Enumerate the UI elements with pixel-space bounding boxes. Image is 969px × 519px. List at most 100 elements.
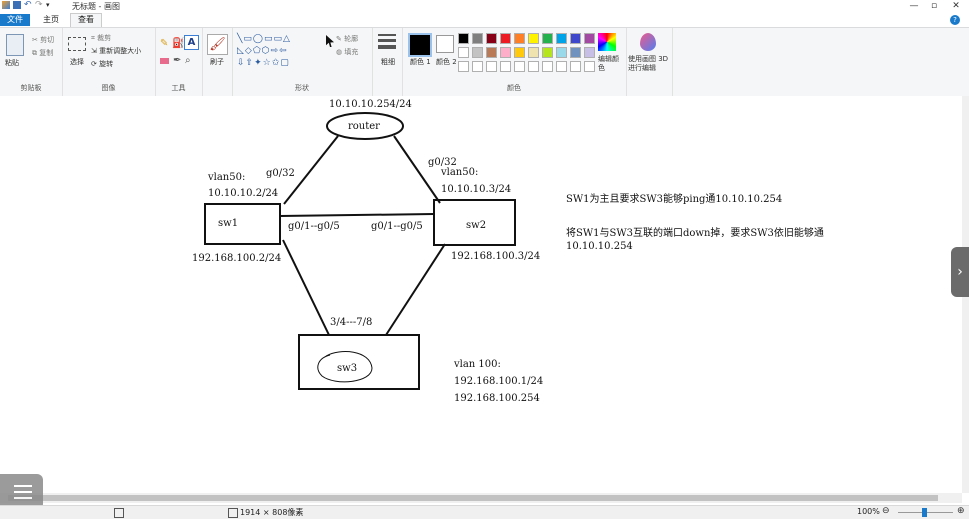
tab-view[interactable]: 查看 (70, 13, 102, 27)
palette-color-swatch[interactable] (486, 33, 497, 44)
copy-button[interactable]: ⧉ 复制 (32, 49, 54, 57)
shapes-label: 形状 (295, 84, 309, 92)
customize-dropdown-icon[interactable]: ▾ (46, 1, 50, 9)
color1-label[interactable]: 颜色 1 (410, 58, 431, 66)
brushes-button[interactable]: 刷子 (210, 58, 224, 66)
paste-button[interactable]: 粘贴 (5, 59, 19, 67)
crop-label: 裁剪 (97, 34, 112, 42)
fill-label: 填充 (344, 48, 359, 56)
palette-color-swatch[interactable] (556, 61, 567, 72)
sw3-vlan-label: vlan 100: (454, 359, 501, 370)
palette-color-swatch[interactable] (542, 61, 553, 72)
image-label: 图像 (101, 84, 116, 92)
horizontal-scroll-thumb[interactable] (8, 495, 938, 501)
palette-color-swatch[interactable] (500, 47, 511, 58)
palette-color-swatch[interactable] (542, 47, 553, 58)
cut-button[interactable]: ✂ 剪切 (32, 36, 55, 44)
resize-button[interactable]: ⇲ 重新调整大小 (91, 47, 142, 55)
palette-color-swatch[interactable] (584, 61, 595, 72)
tools-group: ✎ ⛽ A ✒ ⌕ 工具 (155, 28, 203, 96)
minimize-button[interactable]: — (909, 1, 919, 11)
palette-color-swatch[interactable] (570, 61, 581, 72)
palette-color-swatch[interactable] (570, 33, 581, 44)
tab-home[interactable]: 主页 (43, 15, 59, 24)
palette-color-swatch[interactable] (528, 47, 539, 58)
save-icon[interactable] (13, 1, 21, 9)
paint3d-icon[interactable] (640, 33, 656, 51)
color2-label[interactable]: 颜色 2 (436, 58, 457, 66)
palette-color-swatch[interactable] (584, 47, 595, 58)
palette-color-swatch[interactable] (472, 33, 483, 44)
magnifier-icon[interactable]: ⌕ (185, 55, 191, 66)
palette-color-swatch[interactable] (570, 47, 581, 58)
fill-icon[interactable]: ⛽ (172, 38, 185, 49)
brush-icon[interactable]: 🖌 (207, 34, 228, 55)
horizontal-scrollbar[interactable] (0, 493, 962, 503)
status-bar: 1914 × 808像素 100% ⊖ ⊕ (0, 505, 969, 519)
floating-menu-icon[interactable] (0, 474, 43, 510)
palette-color-swatch[interactable] (486, 47, 497, 58)
palette-color-swatch[interactable] (514, 33, 525, 44)
note-line-3: 10.10.10.254 (566, 241, 633, 252)
color2-swatch[interactable] (436, 35, 454, 53)
sw1-label: sw1 (218, 218, 239, 229)
fill-button[interactable]: ◍ 填充 (336, 48, 359, 56)
palette-color-swatch[interactable] (528, 61, 539, 72)
colors-group: 颜色 1 颜色 2 编辑颜色 颜色 (402, 28, 627, 96)
palette-color-swatch[interactable] (514, 47, 525, 58)
color-picker-icon[interactable]: ✒ (173, 55, 182, 66)
rotate-label: 旋转 (99, 60, 114, 68)
pencil-icon[interactable]: ✎ (160, 38, 169, 49)
outline-button[interactable]: ✎ 轮廓 (336, 35, 359, 43)
crop-button[interactable]: ⌗ 裁剪 (91, 34, 112, 42)
size-button[interactable]: 粗细 (381, 58, 395, 66)
select-icon[interactable] (68, 37, 86, 51)
brushes-group: 🖌 刷子 (202, 28, 233, 96)
palette-color-swatch[interactable] (500, 61, 511, 72)
color1-swatch[interactable] (408, 33, 432, 57)
edit-colors-icon[interactable] (598, 33, 616, 51)
link-left-label: g0/1--g0/5 (288, 221, 340, 232)
quick-access-toolbar: ↶ ↷ ▾ (2, 0, 54, 10)
paste-icon[interactable] (6, 34, 24, 56)
palette-color-swatch[interactable] (458, 47, 469, 58)
close-button[interactable]: ✕ (952, 1, 960, 11)
copy-label: 复制 (39, 49, 54, 57)
zoom-slider-thumb[interactable] (922, 508, 927, 517)
palette-color-swatch[interactable] (486, 61, 497, 72)
paint3d-button[interactable]: 使用画图 3D 进行编辑 (628, 55, 669, 72)
drawing-canvas[interactable] (0, 96, 962, 493)
zoom-out-icon[interactable]: ⊖ (882, 506, 890, 516)
palette-color-swatch[interactable] (458, 33, 469, 44)
text-icon[interactable]: A (184, 35, 199, 50)
canvas-size-text: 1914 × 808像素 (240, 508, 304, 517)
help-icon[interactable]: ? (950, 15, 960, 25)
palette-color-swatch[interactable] (472, 61, 483, 72)
palette-color-swatch[interactable] (556, 47, 567, 58)
eraser-icon[interactable] (160, 58, 169, 64)
palette-color-swatch[interactable] (458, 61, 469, 72)
sw1-ip-label: 10.10.10.2/24 (208, 188, 279, 199)
palette-color-swatch[interactable] (514, 61, 525, 72)
zoom-in-icon[interactable]: ⊕ (957, 506, 965, 516)
palette-color-swatch[interactable] (528, 33, 539, 44)
line-size-icon[interactable] (378, 34, 396, 52)
canvas-size-icon (228, 508, 238, 518)
maximize-button[interactable]: ▫ (930, 1, 938, 11)
rotate-button[interactable]: ⟳ 旋转 (91, 60, 114, 68)
shapes-gallery-icon[interactable]: ╲▭◯▭▭△◺◇⬠⬡⇨⇦⇩⇧✦☆✩▢ (237, 34, 291, 68)
palette-color-swatch[interactable] (542, 33, 553, 44)
colors-label: 颜色 (507, 84, 521, 92)
edit-colors-button[interactable]: 编辑颜色 (598, 55, 619, 72)
undo-icon[interactable]: ↶ (24, 0, 32, 10)
cut-label: 剪切 (40, 36, 55, 44)
paint3d-group: 使用画图 3D 进行编辑 (626, 28, 673, 96)
side-expand-arrow-icon[interactable]: › (951, 247, 969, 297)
tab-file[interactable]: 文件 (0, 14, 30, 26)
palette-color-swatch[interactable] (500, 33, 511, 44)
palette-color-swatch[interactable] (584, 33, 595, 44)
redo-icon[interactable]: ↷ (35, 0, 43, 10)
palette-color-swatch[interactable] (472, 47, 483, 58)
select-button[interactable]: 选择 (70, 58, 84, 66)
palette-color-swatch[interactable] (556, 33, 567, 44)
